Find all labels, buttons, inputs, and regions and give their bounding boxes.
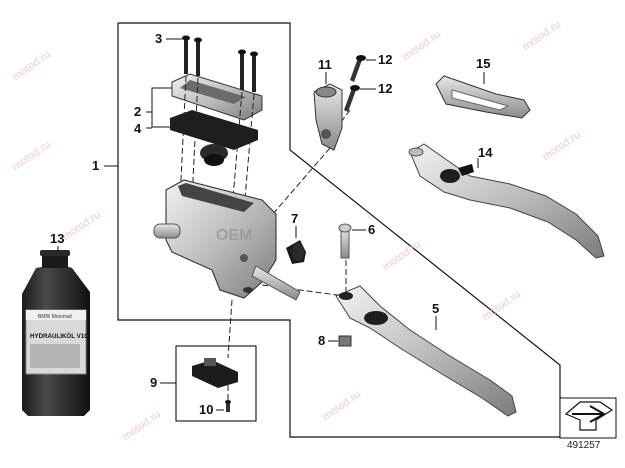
bleed-cap [286,240,306,264]
callout-7: 7 [291,211,299,226]
callout-13: 13 [50,231,65,246]
diaphragm [170,110,258,166]
callout-3: 3 [155,31,163,46]
view-direction-symbol [559,397,617,439]
callout-15: 15 [476,56,491,71]
callout-9: 9 [150,375,158,390]
housing-stamp: OEM [216,227,252,244]
callout-8: 8 [318,333,326,348]
callout-6: 6 [368,222,376,237]
handlebar-clamp [313,83,343,151]
hydraulic-oil-bottle [22,250,90,416]
reservoir-cover [171,73,263,121]
master-cylinder-housing [153,179,301,301]
pivot-pin [338,223,352,259]
brake-lever [408,143,605,259]
clamp-bolts [344,55,366,112]
callout-5: 5 [432,301,440,316]
callout-2: 2 [134,104,142,119]
callout-12a: 12 [378,52,393,67]
leader-2-4 [151,87,172,128]
oil-bottle-label: HYDRAULIKÖL V10 [30,333,88,340]
switch-screw [225,400,231,412]
callout-12b: 12 [378,81,393,96]
callout-11: 11 [318,57,332,72]
brake-light-switch [192,358,238,388]
diagram-number: 491257 [567,440,601,451]
callout-1: 1 [92,158,100,173]
lever-nut [338,335,352,347]
clutch-lever [335,285,517,417]
oil-bottle-brand: BMW Motorrad [38,314,72,320]
callout-14: 14 [478,145,493,160]
mounting-bracket [435,75,531,119]
callout-4: 4 [134,121,142,136]
callout-10: 10 [199,402,214,417]
screws-cover [182,35,258,92]
